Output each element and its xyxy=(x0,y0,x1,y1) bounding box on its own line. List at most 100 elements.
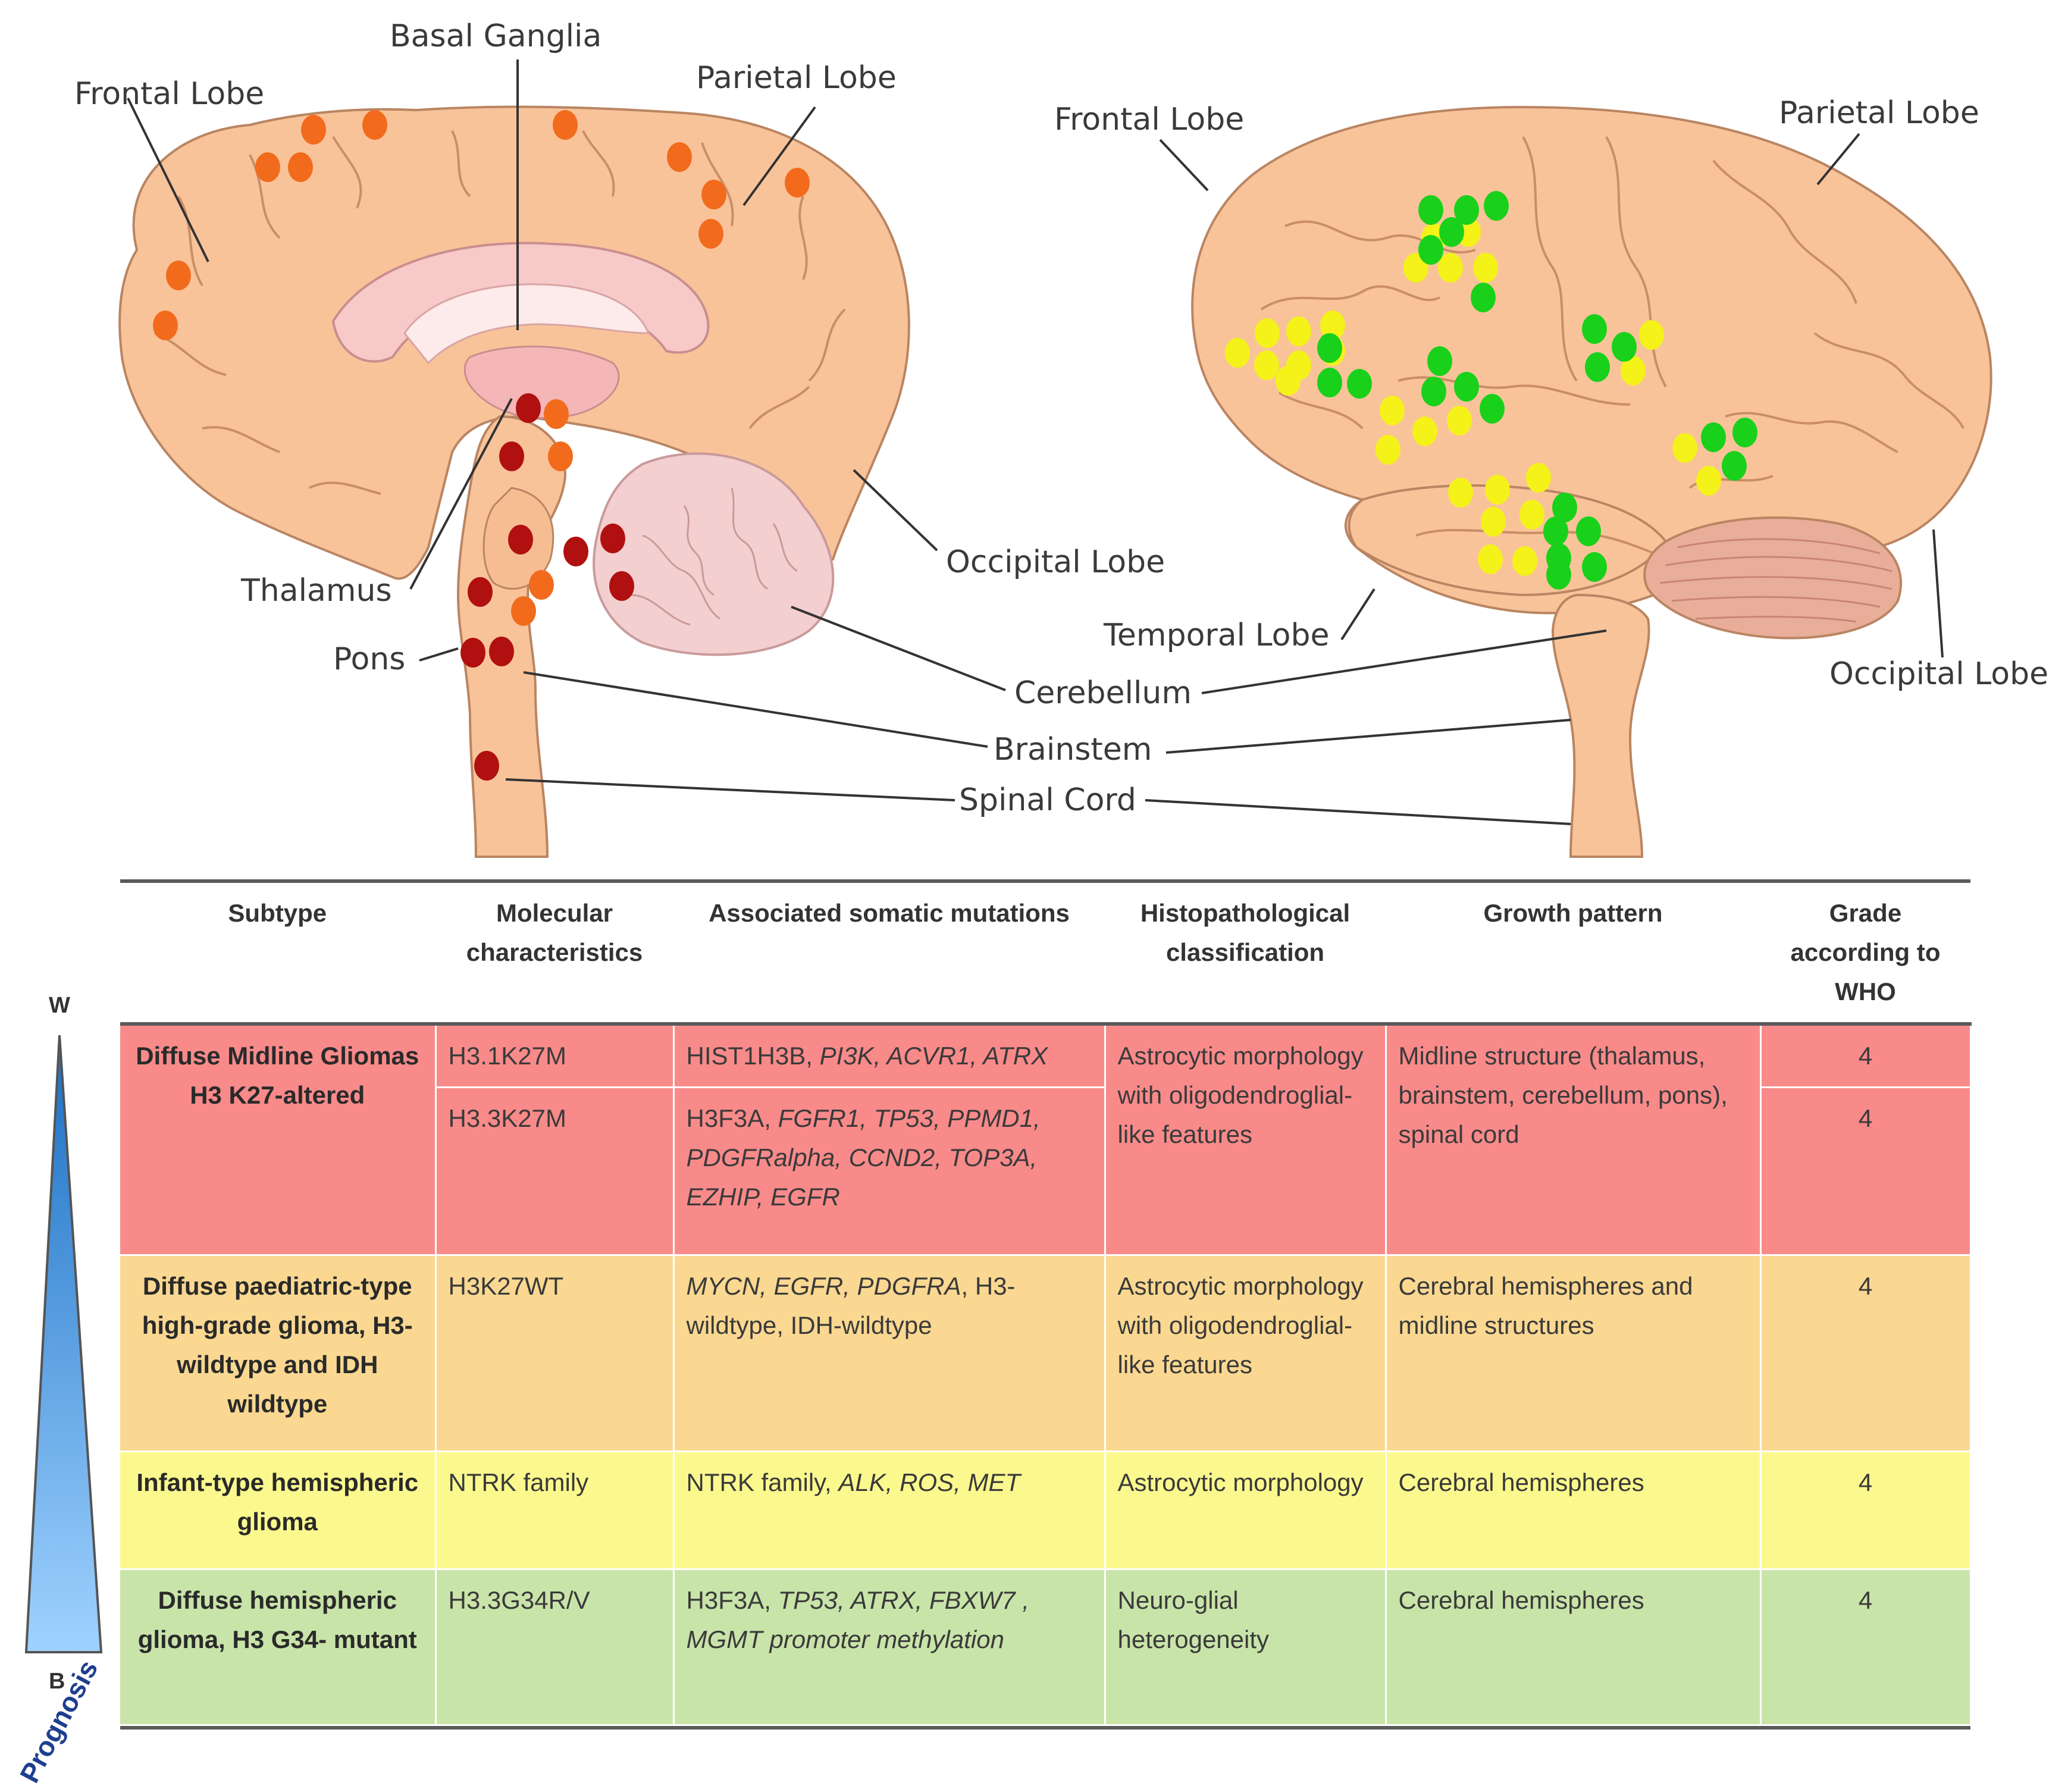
tumor-dot xyxy=(516,393,541,423)
tumor-dot xyxy=(489,637,514,666)
cerebellum-folia xyxy=(630,487,798,626)
cell-mutations: H3F3A, TP53, ATRX, FBXW7 , MGMT promoter… xyxy=(673,1569,1106,1726)
tumor-dot xyxy=(1225,338,1250,368)
tumor-dot xyxy=(1439,217,1464,247)
mutation-italic-text: PI3K, ACVR1, ATRX xyxy=(819,1042,1048,1070)
tumor-dot xyxy=(1254,350,1279,380)
tumor-dot xyxy=(1412,416,1437,446)
cell-molecular: NTRK family xyxy=(435,1451,675,1570)
mutation-italic-text: TP53, ATRX, FBXW7 , MGMT promoter methyl… xyxy=(686,1586,1029,1653)
tumor-dot xyxy=(698,219,723,249)
tumor-dot xyxy=(667,142,692,172)
tumor-dot xyxy=(1418,235,1443,265)
mutation-italic-text: FGFR1, TP53, PPMD1, PDGFRalpha, CCND2, T… xyxy=(686,1104,1041,1211)
tumor-dot xyxy=(1612,332,1637,362)
lateral-green-dots xyxy=(1317,191,1757,590)
thalamus-region xyxy=(463,345,620,419)
tumor-dot xyxy=(1438,253,1463,283)
tumor-dot xyxy=(1485,475,1510,505)
tumor-dot xyxy=(1621,356,1646,386)
mutation-text: NTRK family, xyxy=(686,1468,839,1496)
tumor-dot xyxy=(1447,406,1472,436)
tumor-dot xyxy=(1732,418,1757,447)
cell-histo: Astrocytic morphology with oligodendrogl… xyxy=(1105,1022,1387,1256)
glioma-table: Subtype Molecular characteristics Associ… xyxy=(120,879,1972,1730)
table-row: Diffuse paediatric-type high-grade gliom… xyxy=(120,1255,1972,1452)
tumor-dot xyxy=(301,115,326,145)
tumor-dot xyxy=(1478,544,1503,574)
corpus-callosum xyxy=(331,242,710,363)
tumor-dot xyxy=(1255,318,1280,348)
tumor-dot xyxy=(511,596,536,626)
leader-lines xyxy=(127,59,1944,825)
header-mutations: Associated somatic mutations xyxy=(673,883,1106,1024)
cell-grade: 4 xyxy=(1760,1087,1972,1256)
tumor-dot xyxy=(1448,478,1473,507)
tumor-dot xyxy=(1576,516,1601,546)
mutation-text: , H3-wildtype, IDH-wildtype xyxy=(686,1272,1016,1339)
tumor-dot xyxy=(1454,195,1479,225)
label-frontal-lobe-sagittal: Frontal Lobe xyxy=(74,76,264,112)
header-growth: Growth pattern xyxy=(1386,883,1762,1024)
tumor-dot xyxy=(1582,552,1607,582)
tumor-dot xyxy=(1276,366,1301,396)
cell-growth: Midline structure (thalamus, brainstem, … xyxy=(1386,1022,1762,1256)
mutation-italic-text: ALK, ROS, MET xyxy=(838,1468,1021,1496)
tumor-dot xyxy=(563,537,588,566)
prognosis-best-label: B xyxy=(49,1669,65,1694)
tumor-dot xyxy=(1427,346,1452,376)
tumor-dot xyxy=(1701,422,1726,452)
tumor-dot xyxy=(529,570,554,600)
table-row: Infant-type hemispheric glioma NTRK fami… xyxy=(120,1451,1972,1570)
tumor-dot xyxy=(1375,435,1400,465)
mutation-text: HIST1H3B, xyxy=(686,1042,820,1070)
mutation-text: H3F3A, xyxy=(686,1586,778,1614)
cell-subtype: Diffuse Midline Gliomas H3 K27-altered xyxy=(120,1022,437,1256)
cell-molecular: H3.1K27M xyxy=(435,1022,675,1088)
tumor-dot xyxy=(553,110,578,140)
cell-subtype: Diffuse paediatric-type high-grade gliom… xyxy=(120,1255,437,1452)
prognosis-triangle xyxy=(24,1035,103,1653)
tumor-dot xyxy=(1471,283,1496,312)
tumor-dot xyxy=(1582,314,1607,344)
label-frontal-lobe-lateral: Frontal Lobe xyxy=(1054,102,1244,137)
lateral-brainstem xyxy=(1551,593,1650,858)
header-grade: Grade according to WHO xyxy=(1760,883,1972,1024)
cell-subtype: Infant-type hemispheric glioma xyxy=(120,1451,437,1570)
tumor-dot xyxy=(255,152,280,182)
lateral-ventricle xyxy=(403,283,650,365)
lateral-cerebellum-lines xyxy=(1659,538,1892,623)
tumor-dot xyxy=(288,152,313,182)
cell-histo: Neuro-glial heterogeneity xyxy=(1105,1569,1387,1726)
tumor-dot xyxy=(1421,377,1446,406)
sagittal-gyri xyxy=(154,130,846,495)
header-histo: Histopathological classification xyxy=(1105,883,1387,1024)
tumor-dot xyxy=(1347,369,1372,399)
label-brainstem: Brainstem xyxy=(994,732,1152,767)
label-pons: Pons xyxy=(333,641,405,677)
cell-mutations: HIST1H3B, PI3K, ACVR1, ATRX xyxy=(673,1022,1106,1088)
sagittal-brainstem xyxy=(456,415,567,858)
tumor-dot xyxy=(1320,311,1345,340)
tumor-dot xyxy=(548,441,573,471)
header-molecular: Molecular characteristics xyxy=(435,883,675,1024)
cell-mutations: H3F3A, FGFR1, TP53, PPMD1, PDGFRalpha, C… xyxy=(673,1087,1106,1256)
cell-histo: Astrocytic morphology xyxy=(1105,1451,1387,1570)
label-parietal-lobe-sagittal: Parietal Lobe xyxy=(696,60,897,96)
tumor-dot xyxy=(362,110,387,140)
sagittal-brain xyxy=(118,105,910,858)
sagittal-orange-dots xyxy=(153,110,810,626)
tumor-dot xyxy=(1585,352,1610,382)
mutation-text: H3F3A, xyxy=(686,1104,778,1132)
label-occipital-lobe-lateral: Occipital Lobe xyxy=(1829,656,2048,692)
cell-growth: Cerebral hemispheres xyxy=(1386,1451,1762,1570)
header-subtype: Subtype xyxy=(120,883,437,1024)
sagittal-darkred-dots xyxy=(460,393,634,781)
table-row: H3.3K27M H3F3A, FGFR1, TP53, PPMD1, PDGF… xyxy=(120,1087,1972,1256)
tumor-dot xyxy=(166,261,191,290)
tumor-dot xyxy=(1722,451,1747,481)
tumor-dot xyxy=(1473,253,1498,283)
tumor-dot xyxy=(1543,516,1568,546)
lateral-gyri xyxy=(1260,136,1964,554)
cell-grade: 4 xyxy=(1760,1569,1972,1726)
